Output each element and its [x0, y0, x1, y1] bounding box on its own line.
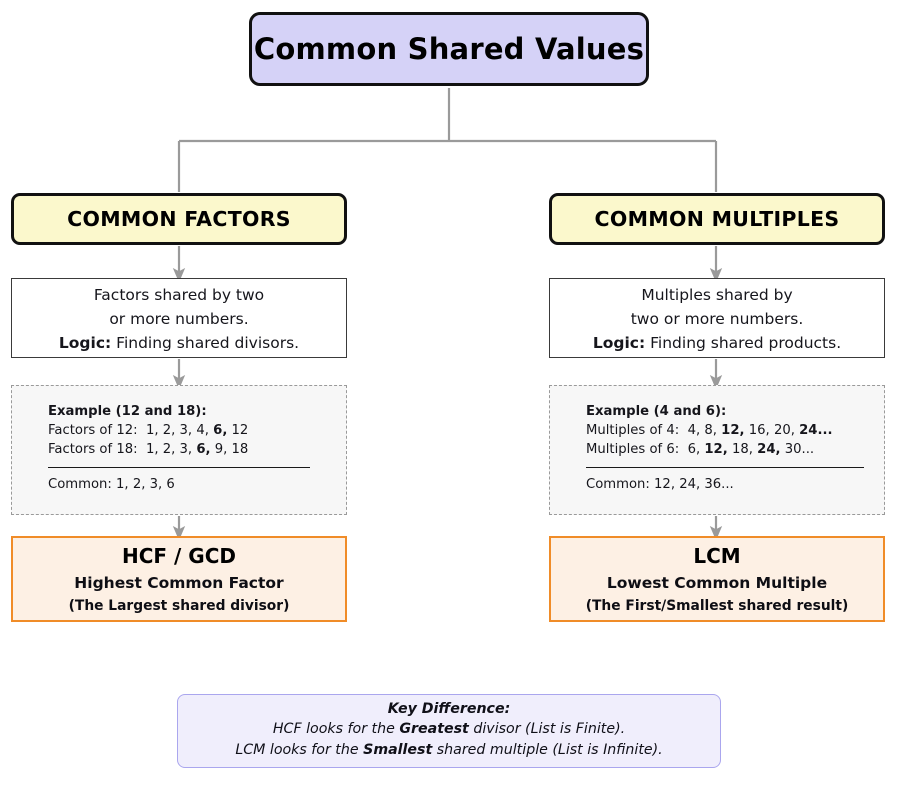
key-difference-line-lcm: LCM looks for the Smallest shared multip… — [235, 740, 662, 761]
result-subtitle: Highest Common Factor — [74, 574, 284, 592]
example-box-common-factors: Example (12 and 18): Factors of 12: 1, 2… — [11, 385, 347, 515]
example-row-value: 9, — [214, 442, 228, 457]
example-result-text: 12, 24, 36... — [654, 477, 734, 492]
example-title: Example (12 and 18): — [48, 404, 207, 419]
example-row-value: 1, — [145, 423, 159, 438]
description-line-2: two or more numbers. — [630, 310, 804, 328]
description-box-common-multiples: Multiples shared by two or more numbers.… — [549, 278, 885, 358]
description-line-1: Factors shared by two — [93, 286, 265, 304]
branch-header-label: COMMON MULTIPLES — [594, 207, 840, 231]
example-row-value: 24, — [757, 442, 781, 457]
branch-header-common-factors: COMMON FACTORS — [11, 193, 347, 245]
page-title: Common Shared Values — [253, 32, 645, 66]
example-row: Multiples of 4: 4, 8, 12, 16, 20, 24... — [586, 421, 833, 440]
example-row-value: 6, — [687, 442, 701, 457]
example-row-value: 4, — [196, 423, 209, 438]
logic-text: Finding shared products. — [650, 334, 842, 352]
example-row-label: Factors of 18: — [48, 442, 146, 457]
example-divider — [586, 467, 864, 468]
example-row-value: 12, — [704, 442, 728, 457]
example-row-value: 8, — [704, 423, 717, 438]
example-row-value: 18 — [231, 442, 249, 457]
example-result-line: Common: 1, 2, 3, 6 — [48, 475, 175, 494]
result-note: (The Largest shared divisor) — [68, 598, 290, 614]
root-title-box: Common Shared Values — [249, 12, 649, 86]
example-row-value: 12, — [721, 423, 745, 438]
result-note: (The First/Smallest shared result) — [585, 598, 849, 614]
example-row-label: Multiples of 6: — [586, 442, 688, 457]
example-row-value: 2, — [162, 423, 176, 438]
example-row-value: 18, — [731, 442, 753, 457]
description-box-common-factors: Factors shared by two or more numbers. L… — [11, 278, 347, 358]
kd-lcm-post: shared multiple (List is Infinite). — [432, 742, 663, 758]
logic-text: Finding shared divisors. — [116, 334, 300, 352]
example-row-value: 6, — [196, 442, 211, 457]
branch-header-common-multiples: COMMON MULTIPLES — [549, 193, 885, 245]
example-result-label: Common: — [48, 477, 112, 492]
key-difference-box: Key Difference: HCF looks for the Greate… — [177, 694, 721, 768]
description-line-2: or more numbers. — [109, 310, 249, 328]
example-row: Multiples of 6: 6, 12, 18, 24, 30... — [586, 440, 814, 459]
description-logic-line: Logic: Finding shared divisors. — [59, 331, 299, 355]
example-row-value: 12 — [231, 423, 249, 438]
example-divider — [48, 467, 310, 468]
key-difference-title: Key Difference: — [387, 701, 511, 717]
example-box-common-multiples: Example (4 and 6): Multiples of 4: 4, 8,… — [549, 385, 885, 515]
kd-hcf-emphasis: Greatest — [399, 721, 469, 737]
branch-header-label: COMMON FACTORS — [67, 207, 291, 231]
example-row-label: Multiples of 4: — [586, 423, 688, 438]
logic-label: Logic: — [58, 334, 112, 352]
example-result-label: Common: — [586, 477, 650, 492]
description-logic-line: Logic: Finding shared products. — [593, 331, 841, 355]
result-box-hcf: HCF / GCD Highest Common Factor (The Lar… — [11, 536, 347, 622]
kd-hcf-post: divisor (List is Finite). — [468, 721, 626, 737]
kd-lcm-emphasis: Smallest — [363, 742, 433, 758]
example-row-value: 16, — [748, 423, 770, 438]
logic-label: Logic: — [592, 334, 646, 352]
example-row: Factors of 12: 1, 2, 3, 4, 6, 12 — [48, 421, 248, 440]
example-row-label: Factors of 12: — [48, 423, 146, 438]
key-difference-line-hcf: HCF looks for the Greatest divisor (List… — [273, 719, 625, 740]
example-row-value: 6, — [213, 423, 228, 438]
example-row-value: 3, — [179, 442, 193, 457]
result-box-lcm: LCM Lowest Common Multiple (The First/Sm… — [549, 536, 885, 622]
result-title: LCM — [693, 544, 741, 568]
example-row-value: 1, — [145, 442, 159, 457]
example-result-text: 1, 2, 3, 6 — [116, 477, 175, 492]
description-line-1: Multiples shared by — [641, 286, 793, 304]
result-subtitle: Lowest Common Multiple — [606, 574, 828, 592]
kd-hcf-pre: HCF looks for the — [272, 721, 400, 737]
example-row-value: 20, — [773, 423, 795, 438]
example-row-value: 4, — [687, 423, 701, 438]
example-title: Example (4 and 6): — [586, 404, 727, 419]
example-row: Factors of 18: 1, 2, 3, 6, 9, 18 — [48, 440, 248, 459]
example-row-value: 3, — [179, 423, 193, 438]
example-row-value: 24... — [799, 423, 833, 438]
result-title: HCF / GCD — [121, 544, 236, 568]
example-row-value: 2, — [162, 442, 176, 457]
kd-lcm-pre: LCM looks for the — [235, 742, 364, 758]
example-row-value: 30... — [784, 442, 815, 457]
example-result-line: Common: 12, 24, 36... — [586, 475, 734, 494]
